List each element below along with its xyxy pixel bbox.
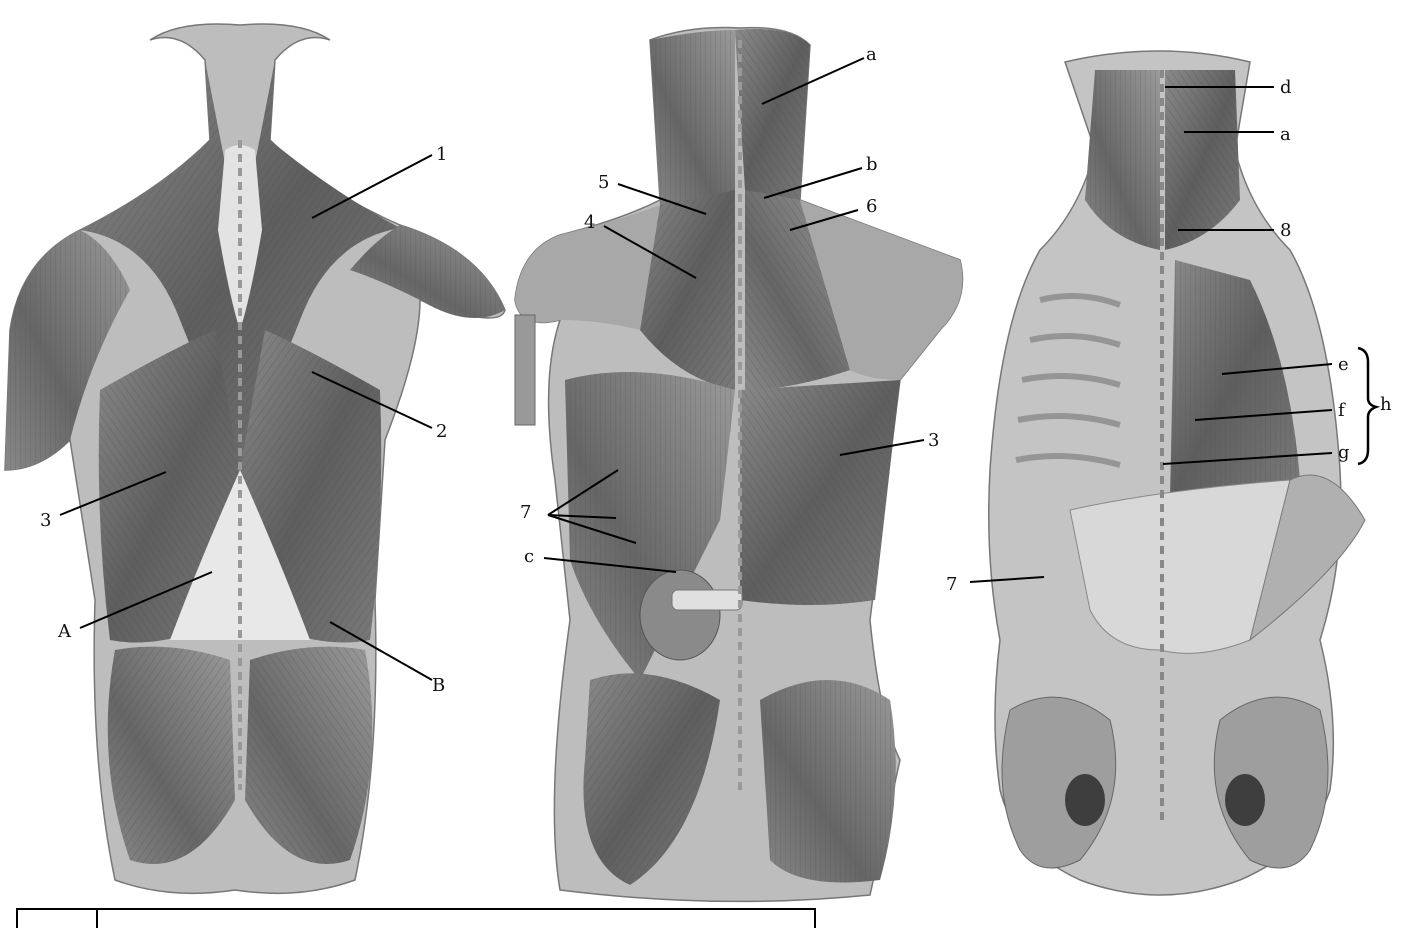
label-6: 6 xyxy=(866,196,877,217)
label-1: 1 xyxy=(436,144,447,165)
label-c: c xyxy=(524,546,534,567)
label-3: 3 xyxy=(928,430,939,451)
label-7: 7 xyxy=(520,502,531,523)
label-B: B xyxy=(432,675,445,696)
label-h: h xyxy=(1380,394,1392,415)
label-5: 5 xyxy=(598,172,609,193)
figure-intermediate-back: a b 5 6 4 3 7 c xyxy=(515,28,963,902)
label-7: 7 xyxy=(946,574,957,595)
label-e: e xyxy=(1338,354,1349,375)
label-a: a xyxy=(866,44,877,65)
label-A: A xyxy=(57,621,72,642)
label-4: 4 xyxy=(584,212,595,233)
label-g: g xyxy=(1338,442,1350,463)
figure-superficial-back: 1 2 3 A B xyxy=(5,24,505,893)
figure-deep-back: d a 8 e f g h 7 xyxy=(946,51,1392,895)
bracket-h xyxy=(1358,348,1376,464)
label-8: 8 xyxy=(1280,220,1291,241)
label-a: a xyxy=(1280,124,1291,145)
label-3: 3 xyxy=(40,510,51,531)
label-d: d xyxy=(1280,77,1292,98)
caption-table-frame xyxy=(16,908,816,928)
label-f: f xyxy=(1338,400,1346,421)
label-b: b xyxy=(866,154,878,175)
label-2: 2 xyxy=(436,421,447,442)
caption-table-divider xyxy=(96,908,98,928)
